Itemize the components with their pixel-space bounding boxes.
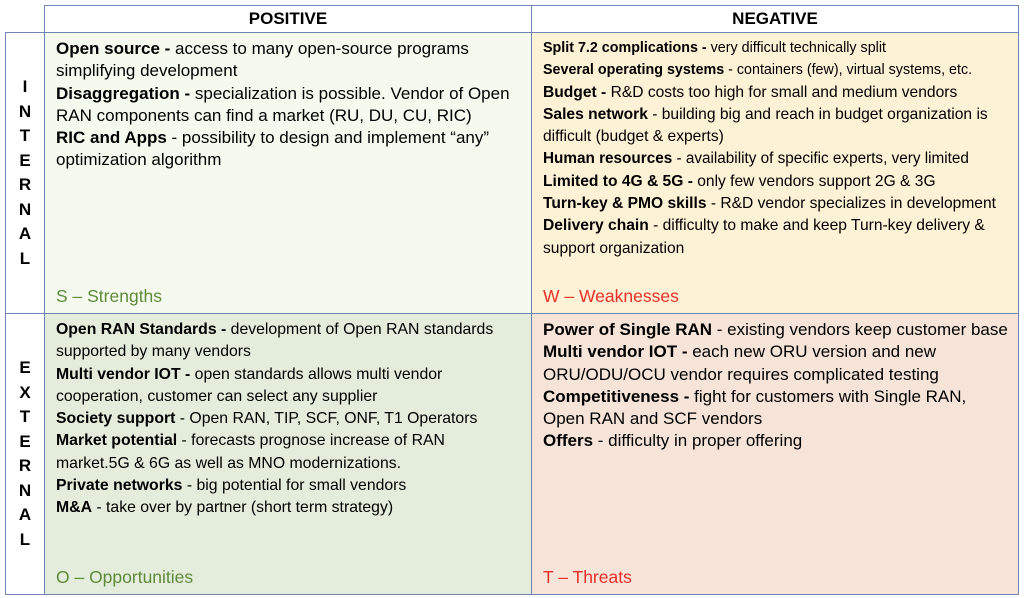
row-label-internal: I N T E R N A L (5, 32, 45, 314)
threat-item: Competitiveness - fight for customers wi… (543, 386, 967, 429)
opportunity-item: Private networks - big potential for sma… (56, 477, 407, 495)
row-letter: T (19, 407, 31, 426)
opportunity-item: Open RAN Standards - development of Open… (56, 321, 494, 361)
row-letter: X (19, 382, 31, 402)
row-letter: A (18, 224, 32, 243)
row-letter: R (18, 456, 32, 475)
weakness-item: Budget - R&D costs too high for small an… (543, 83, 958, 101)
threat-item: Offers - difficulty in proper offering (543, 431, 803, 451)
strength-item: RIC and Apps - possibility to design and… (56, 128, 490, 170)
row-letter: E (19, 431, 31, 451)
header-positive-label: POSITIVE (248, 9, 328, 28)
weakness-item: Several operating systems - containers (… (543, 62, 973, 79)
header-negative: NEGATIVE (531, 5, 1019, 33)
weakness-item: Human resources - availability of specif… (543, 150, 969, 168)
row-letter: I (22, 77, 28, 96)
opportunity-item: Market potential - forecasts prognose in… (56, 432, 445, 472)
row-letter: L (19, 529, 31, 549)
quadrant-opportunities: Open RAN Standards - development of Open… (44, 313, 532, 595)
header-positive: POSITIVE (44, 5, 532, 33)
threat-item: Multi vendor IOT - each new ORU version … (543, 342, 939, 384)
header-negative-label: NEGATIVE (732, 9, 818, 28)
quadrant-label-weaknesses: W – Weaknesses (543, 286, 679, 306)
row-letter: E (19, 150, 31, 170)
row-letter: A (18, 505, 32, 524)
quadrant-label-opportunities: O – Opportunities (56, 567, 194, 587)
weakness-item: Sales network - building big and reach i… (543, 105, 988, 146)
row-letter: L (19, 248, 31, 268)
weakness-item: Delivery chain - difficulty to make and … (543, 217, 985, 257)
row-letter: N (18, 199, 32, 219)
opportunity-item: M&A - take over by partner (short term s… (56, 499, 394, 517)
row-letter: E (19, 358, 31, 377)
quadrant-weaknesses: Split 7.2 complications - very difficult… (531, 32, 1019, 314)
threat-item: Power of Single RAN - existing vendors k… (543, 320, 1008, 339)
weakness-item: Split 7.2 complications - very difficult… (543, 40, 886, 56)
quadrant-label-threats: T – Threats (543, 567, 632, 587)
row-letter: N (18, 480, 32, 500)
row-label-external: E X T E R N A L (5, 313, 45, 595)
row-letter: N (18, 101, 32, 121)
opportunity-item: Multi vendor IOT - open standards allows… (56, 365, 443, 405)
strength-item: Open source - access to many open-source… (56, 39, 469, 81)
quadrant-threats: Power of Single RAN - existing vendors k… (531, 313, 1019, 595)
weakness-item: Turn-key & PMO skills - R&D vendor speci… (543, 195, 996, 213)
row-letter: R (18, 175, 32, 194)
opportunity-item: Society support - Open RAN, TIP, SCF, ON… (56, 410, 478, 428)
weakness-item: Limited to 4G & 5G - only few vendors su… (543, 172, 936, 190)
strength-item: Disaggregation - specialization is possi… (56, 83, 510, 125)
quadrant-strengths: Open source - access to many open-source… (44, 32, 532, 314)
row-letter: T (19, 126, 31, 145)
quadrant-label-strengths: S – Strengths (56, 286, 163, 306)
